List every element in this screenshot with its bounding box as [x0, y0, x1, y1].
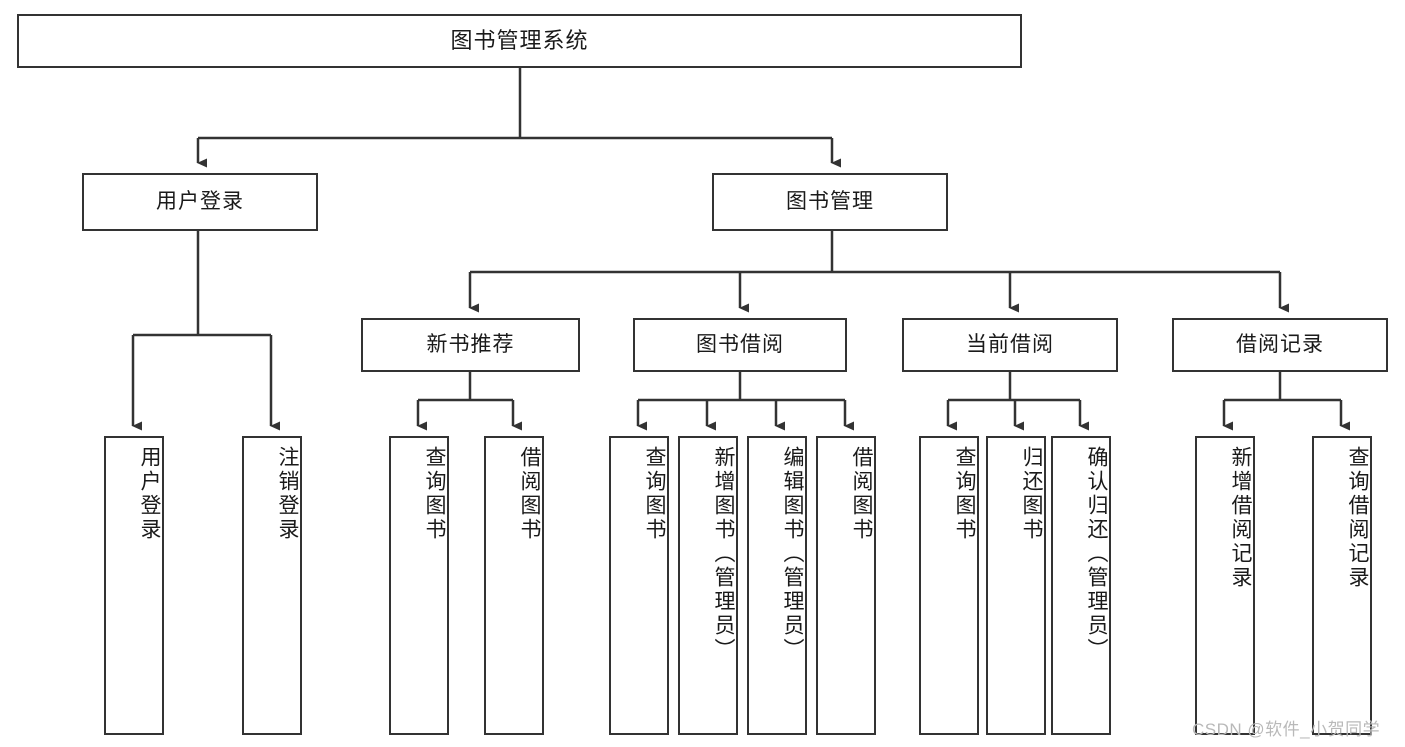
leaf-label: 新增借阅记录: [1229, 446, 1252, 590]
leaf-label: 借阅图书: [850, 446, 873, 542]
leaf-label: 查询图书: [953, 446, 976, 542]
leaf-user-login-login[interactable]: 用户登录: [104, 436, 164, 735]
leaf-borrow-record-add[interactable]: 新增借阅记录: [1195, 436, 1255, 735]
leaf-label: 用户登录: [138, 446, 161, 542]
leaf-book-borrow-add[interactable]: 新增图书（管理员）: [678, 436, 738, 735]
leaf-current-borrow-return[interactable]: 归还图书: [986, 436, 1046, 735]
leaf-book-borrow-borrow[interactable]: 借阅图书: [816, 436, 876, 735]
node-book-borrow[interactable]: 图书借阅: [633, 318, 847, 372]
leaf-label: 归还图书: [1020, 446, 1043, 542]
leaf-label: 确认归还（管理员）: [1085, 446, 1108, 662]
leaf-label: 查询图书: [423, 446, 446, 542]
leaf-current-borrow-confirm-return[interactable]: 确认归还（管理员）: [1051, 436, 1111, 735]
leaf-label: 查询借阅记录: [1346, 446, 1369, 590]
leaf-label: 注销登录: [276, 446, 299, 542]
leaf-label: 编辑图书（管理员）: [781, 446, 804, 662]
leaf-borrow-record-query[interactable]: 查询借阅记录: [1312, 436, 1372, 735]
leaf-label: 查询图书: [643, 446, 666, 542]
leaf-label: 借阅图书: [518, 446, 541, 542]
node-current-borrow[interactable]: 当前借阅: [902, 318, 1118, 372]
leaf-new-book-borrow[interactable]: 借阅图书: [484, 436, 544, 735]
node-user-login[interactable]: 用户登录: [82, 173, 318, 231]
leaf-label: 新增图书（管理员）: [712, 446, 735, 662]
csdn-watermark: CSDN @软件_小贺同学: [1192, 720, 1381, 739]
node-root-system[interactable]: 图书管理系统: [17, 14, 1022, 68]
node-new-book-recommend[interactable]: 新书推荐: [361, 318, 580, 372]
leaf-current-borrow-query[interactable]: 查询图书: [919, 436, 979, 735]
node-borrow-record[interactable]: 借阅记录: [1172, 318, 1388, 372]
leaf-book-borrow-query[interactable]: 查询图书: [609, 436, 669, 735]
leaf-user-login-logout[interactable]: 注销登录: [242, 436, 302, 735]
leaf-book-borrow-edit[interactable]: 编辑图书（管理员）: [747, 436, 807, 735]
node-book-management[interactable]: 图书管理: [712, 173, 948, 231]
leaf-new-book-query[interactable]: 查询图书: [389, 436, 449, 735]
